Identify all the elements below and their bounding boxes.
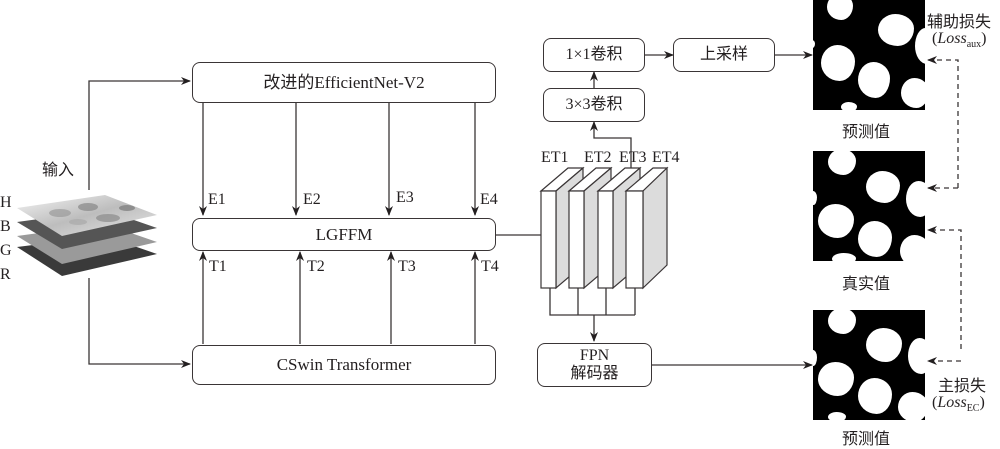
et4-label: ET4 bbox=[652, 149, 680, 166]
features-to-conv3-arrow bbox=[590, 121, 632, 168]
input-image-stack bbox=[17, 195, 157, 276]
t1-label: T1 bbox=[209, 258, 227, 275]
cswin-transformer-block: CSwin Transformer bbox=[192, 345, 496, 385]
lgffm-block: LGFFM bbox=[192, 218, 496, 251]
et3-label: ET3 bbox=[619, 149, 647, 166]
aux-prediction-caption: 预测值 bbox=[842, 122, 891, 141]
aux-loss-name: Loss bbox=[937, 30, 967, 47]
conv3x3-block: 3×3卷积 bbox=[543, 88, 645, 122]
et3-slab-front bbox=[597, 190, 614, 289]
aux-loss-formula: (Lossaux) bbox=[932, 30, 986, 50]
fpn-decoder-line2: 解码器 bbox=[570, 365, 619, 382]
main-loss-subscript: EC bbox=[966, 403, 980, 415]
aux-prediction-mask bbox=[813, 0, 925, 110]
efficientnet-v2-block: 改进的EfficientNet-V2 bbox=[192, 62, 496, 103]
feature-stack bbox=[539, 166, 669, 290]
aux-loss-link bbox=[927, 56, 959, 188]
fpn-decoder-block: FPN 解码器 bbox=[537, 343, 652, 387]
upsample-block: 上采样 bbox=[673, 38, 775, 72]
input-label: 输入 bbox=[42, 160, 75, 179]
main-loss-close-paren: ) bbox=[979, 394, 985, 411]
main-loss-title: 主损失 bbox=[938, 376, 987, 395]
channel-b-label: B bbox=[0, 218, 11, 235]
main-loss-formula: (LossEC) bbox=[932, 394, 985, 414]
ground-truth-caption: 真实值 bbox=[842, 274, 891, 293]
t3-label: T3 bbox=[398, 258, 416, 275]
t2-label: T2 bbox=[307, 258, 325, 275]
fpn-decoder-line1: FPN bbox=[579, 346, 610, 364]
layer-h bbox=[17, 195, 157, 236]
aux-loss-subscript: aux bbox=[966, 39, 982, 51]
channel-h-label: H bbox=[0, 194, 12, 211]
et4-slab-front bbox=[625, 190, 644, 289]
ground-truth-mask bbox=[813, 151, 925, 261]
et1-label: ET1 bbox=[541, 149, 569, 166]
channel-g-label: G bbox=[0, 242, 12, 259]
main-loss-name: Loss bbox=[937, 394, 967, 411]
aux-loss-close-paren: ) bbox=[981, 30, 987, 47]
aux-loss-title: 辅助损失 bbox=[927, 12, 992, 31]
input-to-efficientnet-arrow bbox=[88, 77, 191, 190]
features-merge-line bbox=[549, 288, 636, 316]
channel-r-label: R bbox=[0, 266, 11, 283]
et2-slab-front bbox=[568, 190, 585, 289]
conv1x1-block: 1×1卷积 bbox=[543, 38, 645, 72]
input-to-cswin-arrow bbox=[88, 278, 191, 368]
main-prediction-mask bbox=[813, 310, 925, 420]
main-loss-open-paren: ( bbox=[932, 394, 938, 411]
aux-loss-open-paren: ( bbox=[932, 30, 938, 47]
t4-label: T4 bbox=[481, 258, 499, 275]
e1-label: E1 bbox=[208, 191, 226, 208]
main-prediction-caption: 预测值 bbox=[842, 429, 891, 448]
main-loss-link-gt bbox=[927, 226, 962, 349]
e2-label: E2 bbox=[303, 191, 321, 208]
et2-label: ET2 bbox=[584, 149, 612, 166]
e3-label: E3 bbox=[396, 189, 414, 206]
e4-label: E4 bbox=[480, 191, 498, 208]
et1-slab-front bbox=[540, 190, 557, 289]
